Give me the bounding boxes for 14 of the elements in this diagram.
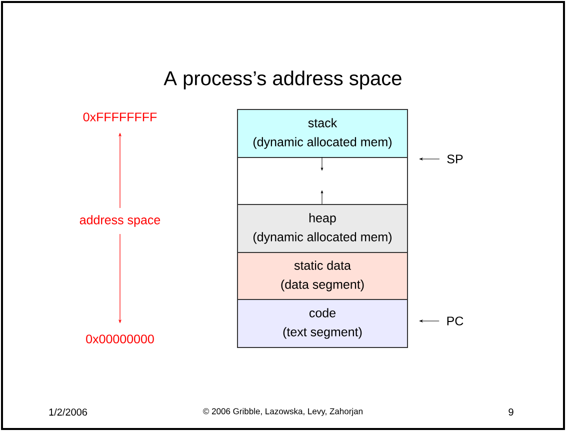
address-label: 0x00000000 [86,334,154,344]
title: A process’s address space [164,70,402,90]
register-label: SP [447,154,463,164]
address-label: address space [80,215,160,227]
register-label: PC [447,316,464,326]
memory-segment: static data (data segment) [237,252,408,300]
memory-segment: code (text segment) [237,299,408,348]
memory-segment: heap (dynamic allocated mem) [237,204,408,253]
copyright-footer: © 2006 Gribble, Lazowska, Levy, Zahorjan [203,408,362,416]
page-number: 9 [508,408,514,416]
memory-segment: stack (dynamic allocated mem) [237,109,408,158]
address-label: 0xFFFFFFFF [83,112,157,122]
date-footer: 1/2/2006 [49,408,88,416]
memory-segment [237,157,408,205]
